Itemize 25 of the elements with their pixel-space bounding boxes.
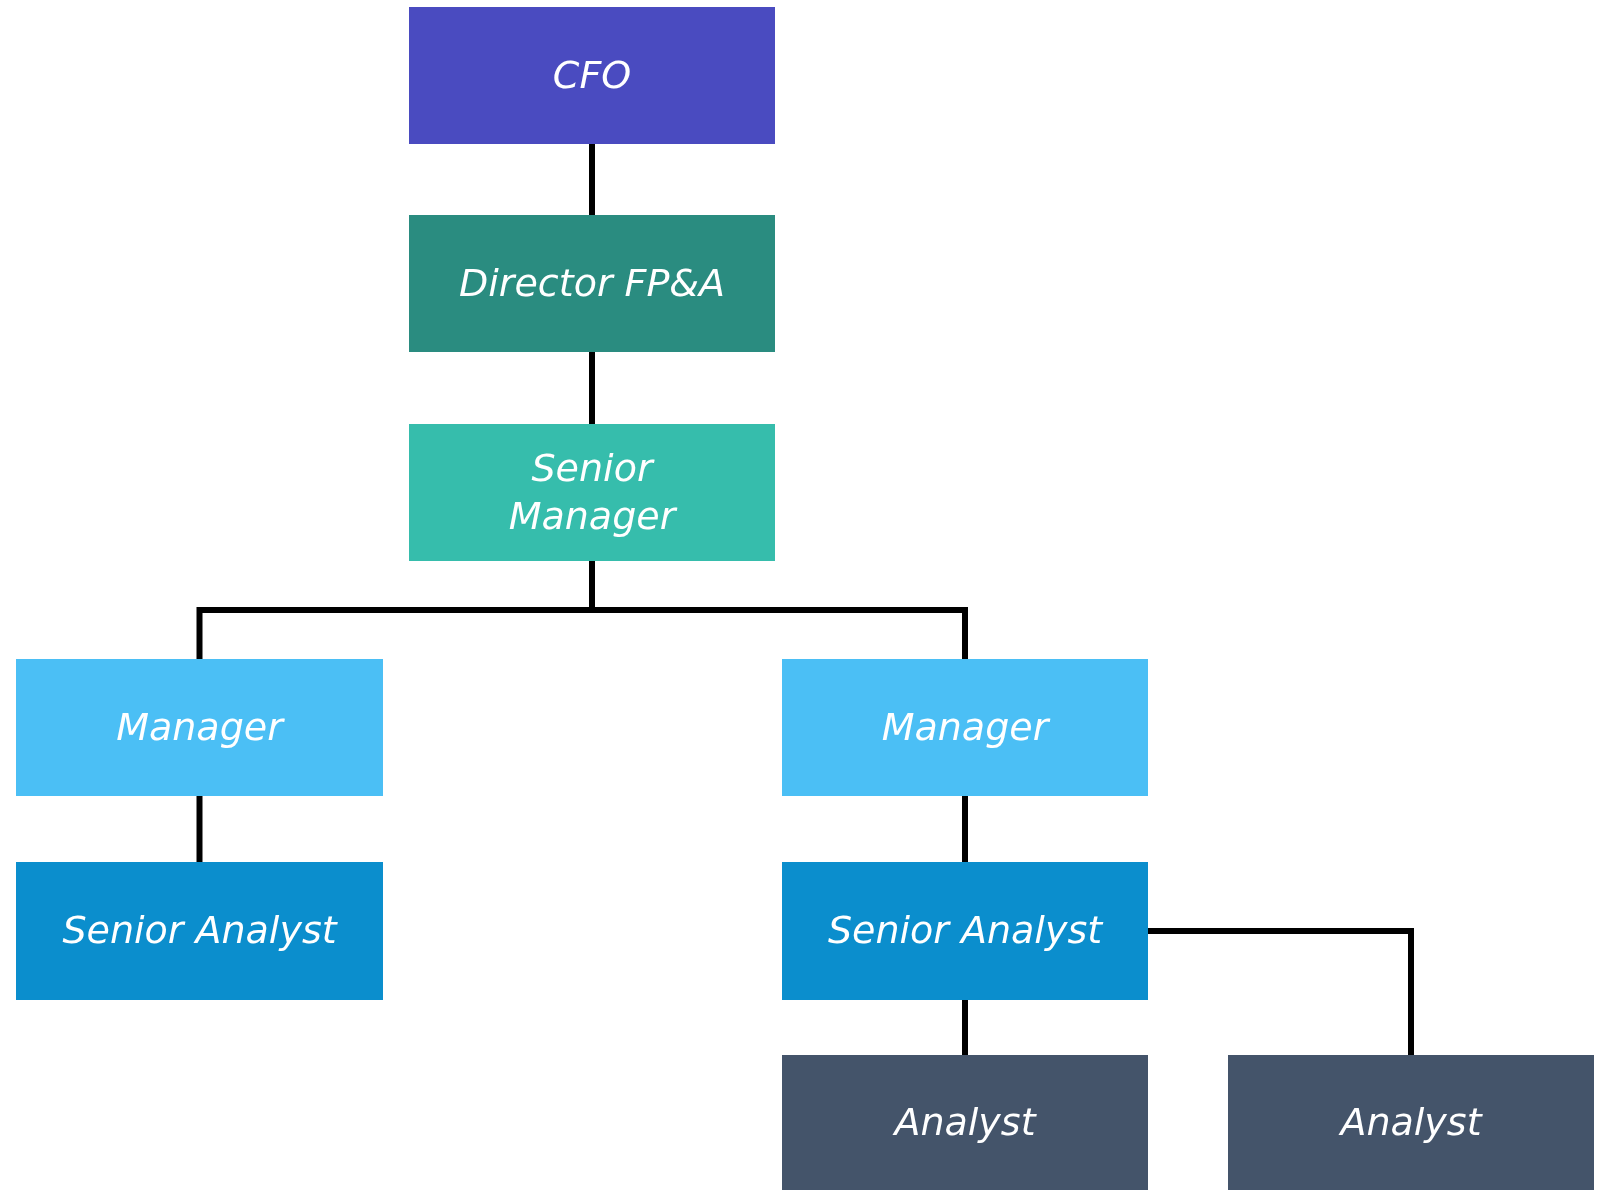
role-box — [1228, 1055, 1594, 1190]
role-box — [782, 1055, 1148, 1190]
role-title: Senior Analyst — [827, 907, 1103, 955]
role-title: Manager — [881, 703, 1049, 751]
connector-line — [1148, 928, 1414, 1055]
connector-line — [589, 561, 968, 659]
role-box — [16, 862, 383, 1000]
connector-line — [196, 796, 203, 862]
role-title: Manager — [116, 703, 283, 751]
role-box — [409, 215, 775, 352]
role-title: Senior Analyst — [62, 907, 337, 955]
role-box — [16, 659, 383, 796]
role-box — [409, 424, 775, 561]
role-box — [782, 659, 1148, 796]
role-title: Senior Manager — [507, 445, 679, 540]
role-title: Director FP&A — [459, 259, 725, 307]
connector-line — [589, 352, 595, 424]
connector-line — [962, 796, 968, 862]
role-title: CFO — [552, 51, 632, 99]
connector-line — [589, 144, 595, 215]
role-box — [409, 7, 775, 144]
role-title: Analyst — [1340, 1098, 1482, 1146]
connector-line — [962, 1000, 968, 1055]
role-title: Analyst — [894, 1098, 1036, 1146]
role-box — [782, 862, 1148, 1000]
